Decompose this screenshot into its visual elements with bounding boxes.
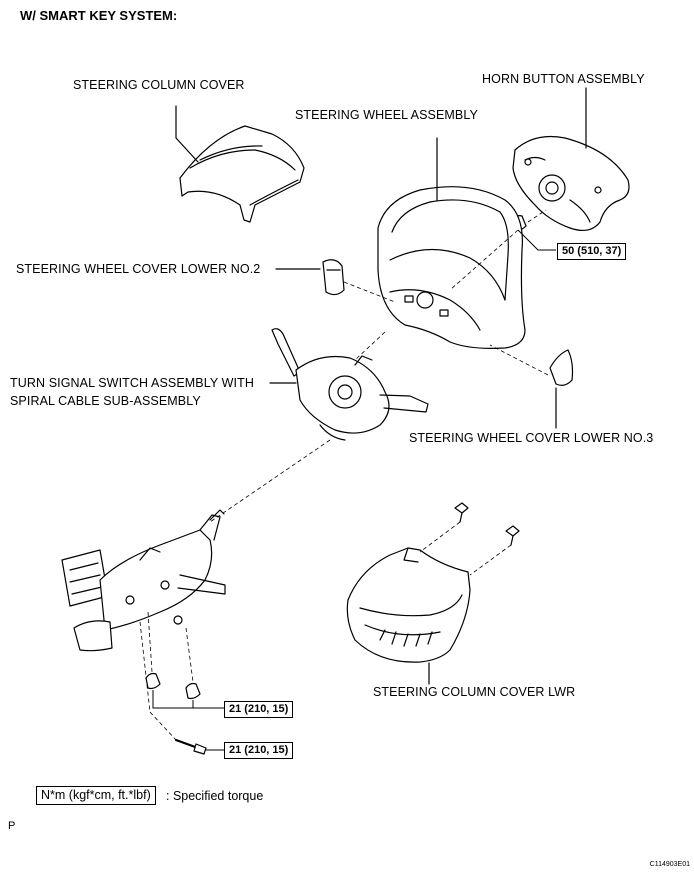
label-turn-signal-line1: TURN SIGNAL SWITCH ASSEMBLY WITH <box>10 376 254 390</box>
torque-horn-nut: 50 (510, 37) <box>557 243 627 260</box>
steering-column-cover-lwr-part <box>346 547 471 663</box>
turn-signal-switch-part <box>271 328 429 441</box>
page-title: W/ SMART KEY SYSTEM: <box>20 8 178 23</box>
label-steering-wheel-assembly: STEERING WHEEL ASSEMBLY <box>295 108 478 122</box>
label-steering-column-cover: STEERING COLUMN COVER <box>73 78 245 92</box>
cover-lower-no2-part <box>322 259 345 296</box>
label-turn-signal-line2: SPIRAL CABLE SUB-ASSEMBLY <box>10 394 201 408</box>
steering-wheel-part <box>377 186 526 349</box>
steering-column-cover-part <box>179 125 305 223</box>
figure-code: C114903E01 <box>649 861 690 868</box>
horn-button-part <box>512 135 630 232</box>
torque-column-nuts: 21 (210, 15) <box>224 701 294 718</box>
cover-lower-no3-part <box>549 349 574 386</box>
label-column-cover-lwr: STEERING COLUMN COVER LWR <box>373 685 576 699</box>
label-cover-lower-no2: STEERING WHEEL COVER LOWER NO.2 <box>16 262 261 276</box>
torque-column-bolt: 21 (210, 15) <box>224 742 294 759</box>
label-cover-lower-no3: STEERING WHEEL COVER LOWER NO.3 <box>409 431 654 445</box>
legend-description: : Specified torque <box>166 789 264 803</box>
legend-unit-box: N*m (kgf*cm, ft.*lbf) <box>36 786 156 805</box>
page-mark: P <box>8 820 16 832</box>
label-horn-button-assembly: HORN BUTTON ASSEMBLY <box>482 72 645 86</box>
steering-column-part <box>61 509 226 652</box>
